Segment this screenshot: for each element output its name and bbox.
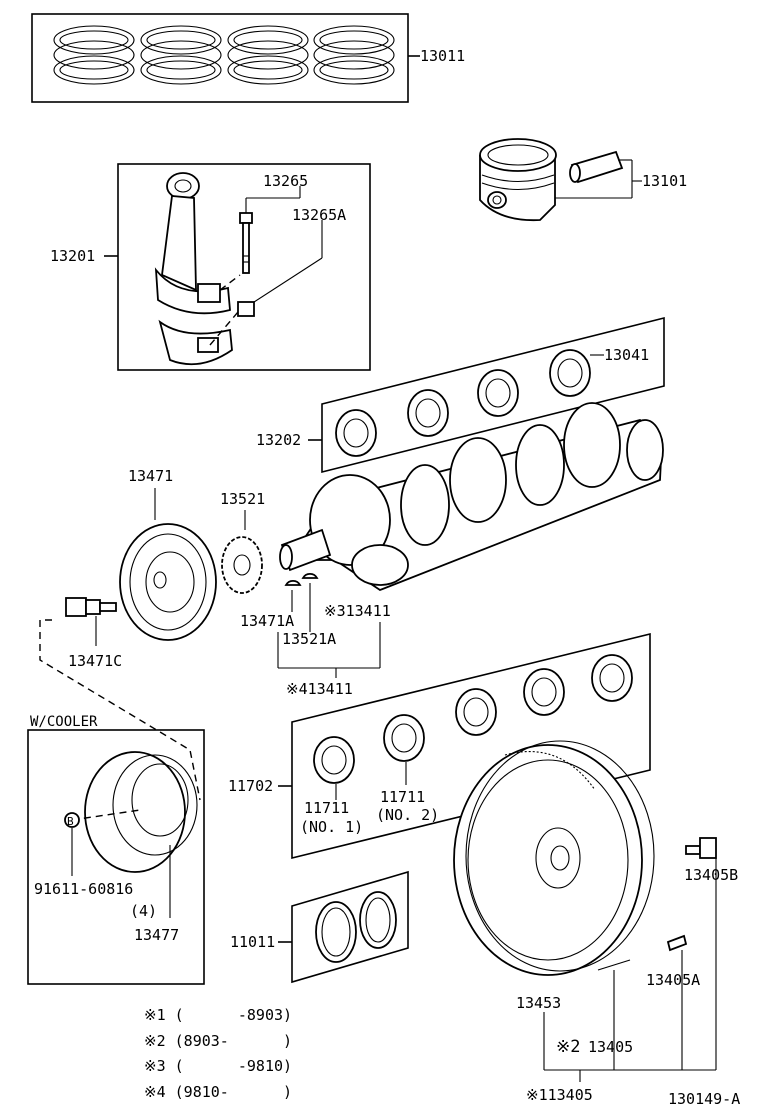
label-13453: 13453 bbox=[516, 994, 561, 1012]
label-circle-b: B bbox=[67, 815, 74, 828]
flywheel-pin: 13405A bbox=[646, 934, 700, 1070]
label-no1: (NO. 1) bbox=[300, 818, 363, 836]
label-no2: (NO. 2) bbox=[376, 806, 439, 824]
crankshaft-pulley bbox=[119, 523, 217, 641]
label-13471: 13471 bbox=[128, 467, 173, 485]
label-13011: 13011 bbox=[420, 47, 465, 65]
label-13202: 13202 bbox=[256, 431, 301, 449]
label-13471C: 13471C bbox=[68, 652, 122, 670]
crankshaft bbox=[279, 402, 664, 592]
label-qty-4: (4) bbox=[130, 902, 157, 920]
crank-front-labels: 13471 13521 13471A ※313411 13521A ※41341… bbox=[128, 467, 391, 698]
label-11711-no2: 11711 bbox=[380, 788, 425, 806]
note-2: ※2 (8903- ) bbox=[144, 1032, 292, 1050]
label-13405A: 13405A bbox=[646, 971, 700, 989]
piston-ring-set: 13011 bbox=[31, 13, 465, 103]
crankshaft-timing-gear bbox=[221, 536, 263, 594]
label-13521: 13521 bbox=[220, 490, 265, 508]
label-13201: 13201 bbox=[50, 247, 95, 265]
label-11702: 11702 bbox=[228, 777, 273, 795]
connecting-rod-assembly: 13201 13265 13265A bbox=[50, 163, 371, 371]
note-3: ※3 ( -9810) bbox=[144, 1057, 292, 1075]
flywheel-bolt: 13405B bbox=[684, 837, 738, 1070]
label-13101: 13101 bbox=[642, 172, 687, 190]
thrust-washers: 11011 bbox=[230, 870, 409, 984]
label-91611: 91611-60816 bbox=[34, 880, 133, 898]
label-213405: 13405 bbox=[588, 1038, 633, 1056]
piston-and-pin: 13101 bbox=[479, 138, 687, 222]
flywheel bbox=[453, 740, 655, 976]
pulley-bolt: 13471C bbox=[65, 597, 122, 670]
label-13265: 13265 bbox=[263, 172, 308, 190]
label-13521A: 13521A bbox=[282, 630, 336, 648]
footnotes: ※1 ( -8903) ※2 (8903- ) ※3 ( -9810) ※4 (… bbox=[144, 1006, 292, 1101]
diagram-code: 130149-A bbox=[668, 1090, 740, 1108]
main-bearings: 11702 11711 (NO. 1) 11711 (NO. 2) bbox=[228, 632, 651, 860]
label-313411: ※313411 bbox=[324, 602, 391, 620]
label-13471A: 13471A bbox=[240, 612, 294, 630]
label-13477: 13477 bbox=[134, 926, 179, 944]
label-11711-no1: 11711 bbox=[304, 799, 349, 817]
label-213405-mark: ※2 bbox=[556, 1037, 580, 1057]
label-13405B: 13405B bbox=[684, 866, 738, 884]
label-13041: 13041 bbox=[604, 346, 649, 364]
note-1: ※1 ( -8903) bbox=[144, 1006, 292, 1024]
circle-b-marker bbox=[64, 812, 80, 828]
label-113405: ※113405 bbox=[526, 1086, 593, 1104]
w-cooler-box: W/COOLER B 91611-60816 (4) 13477 bbox=[27, 714, 205, 985]
label-413411: ※413411 bbox=[286, 680, 353, 698]
flywheel-bracket-lines: 13453 ※2 13405 ※113405 bbox=[516, 970, 716, 1104]
label-13265A: 13265A bbox=[292, 206, 346, 224]
label-11011: 11011 bbox=[230, 933, 275, 951]
connecting-rod-bearings: 13202 13041 bbox=[256, 316, 665, 474]
label-w-cooler: W/COOLER bbox=[30, 714, 98, 730]
note-4: ※4 (9810- ) bbox=[144, 1083, 292, 1101]
